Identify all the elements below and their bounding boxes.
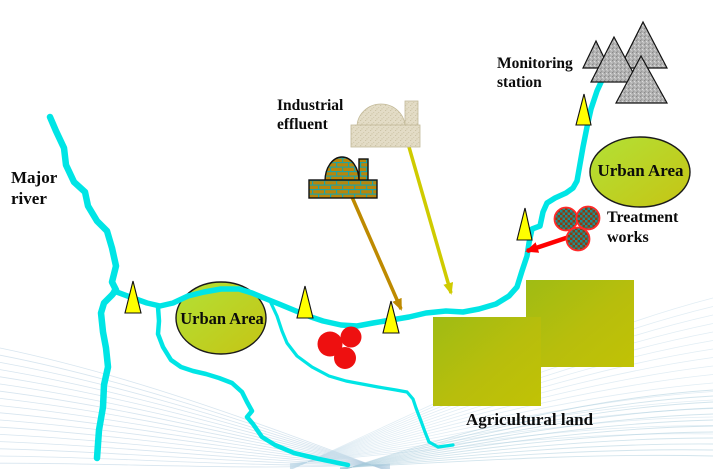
pollution-spot-2	[317, 331, 343, 357]
monitoring-marker-3	[382, 300, 400, 334]
treatment-works-label: Treatment works	[607, 209, 679, 246]
tributary-river-channel	[111, 68, 610, 329]
factory-tan-icon	[350, 100, 421, 148]
decor-wave-line	[339, 425, 713, 469]
factory-brick-base	[308, 179, 378, 199]
monitoring-marker-4	[516, 207, 533, 241]
decor-wave-line	[0, 398, 391, 469]
river-network	[46, 68, 610, 468]
decor-wave-line	[341, 413, 713, 469]
agricultural-land-fields	[433, 280, 634, 406]
decor-wave-line	[0, 390, 391, 469]
decor-wave-line	[339, 443, 713, 469]
decor-wave-line	[0, 455, 391, 466]
decor-wave-line	[344, 389, 713, 469]
urban-area-left-label: Urban Area	[180, 309, 264, 328]
factory-tan-base	[350, 124, 421, 148]
decor-wave-line	[340, 419, 713, 469]
effluent-arrow-light	[407, 146, 454, 295]
factory-tan-chimney	[404, 100, 419, 128]
decor-wave-line	[0, 347, 384, 469]
decor-wave-line	[343, 401, 713, 469]
pollution-spot-1	[340, 326, 362, 348]
decor-wave-line	[289, 391, 713, 466]
pollution-spots	[317, 326, 362, 369]
urban-area-left-ellipse	[175, 281, 267, 355]
factory-brick-chimney	[358, 158, 369, 183]
agricultural-land-label: Agricultural land	[466, 410, 594, 429]
industrial-effluent-label: Industrial effluent	[277, 97, 344, 133]
urban-area-right-label: Urban Area	[597, 161, 684, 180]
decor-wave-line	[0, 362, 386, 469]
stream-branch-southwest	[155, 304, 351, 468]
treatment-tank-3	[565, 226, 591, 252]
decor-wave-line	[339, 437, 713, 469]
decor-wave-line	[0, 405, 391, 469]
decor-wave-line	[0, 354, 384, 469]
urban-area-right-ellipse	[589, 136, 691, 208]
decor-wave-line	[289, 374, 713, 467]
factory-brick-icon	[308, 156, 378, 199]
decor-wave-line	[289, 416, 713, 465]
decor-wave-line	[0, 369, 387, 469]
major-river-label: Major river	[11, 168, 57, 208]
major-river-channel	[46, 113, 120, 462]
decor-wave-line	[339, 449, 713, 469]
decor-wave-line	[339, 454, 713, 469]
stream-branch-southeast	[268, 299, 455, 449]
pollution-spot-3	[334, 347, 356, 369]
monitoring-marker-1	[124, 280, 142, 314]
treatment-works-tanks	[553, 205, 601, 252]
monitoring-marker-2	[296, 285, 314, 319]
agricultural-field-right	[526, 280, 634, 367]
decor-wave-line	[0, 376, 388, 469]
treatment-tank-1	[553, 206, 579, 232]
monitoring-markers	[124, 93, 592, 334]
decor-wave-line	[342, 407, 713, 469]
mountains-icon	[582, 20, 669, 104]
mountain-peak-4	[615, 54, 669, 104]
decor-wave-line	[0, 383, 390, 469]
decor-wave-line	[0, 462, 391, 468]
decor-wave-line	[289, 425, 713, 465]
factory-tan-dome	[356, 103, 406, 128]
decor-wave-line	[344, 395, 713, 469]
mountain-peak-3	[590, 35, 639, 83]
decor-wave-line	[289, 399, 713, 466]
monitoring-station-label: Monitoring station	[497, 55, 573, 91]
effluent-arrow-dark	[350, 196, 403, 311]
monitoring-marker-5	[575, 93, 592, 126]
decor-wave-line	[289, 382, 713, 467]
factory-brick-dome	[324, 156, 360, 182]
decor-wave-line	[289, 365, 713, 468]
treatment-tank-2	[575, 205, 601, 231]
decor-wave-line	[0, 412, 391, 468]
agricultural-field-left	[433, 317, 541, 406]
decor-wave-line	[339, 431, 713, 469]
